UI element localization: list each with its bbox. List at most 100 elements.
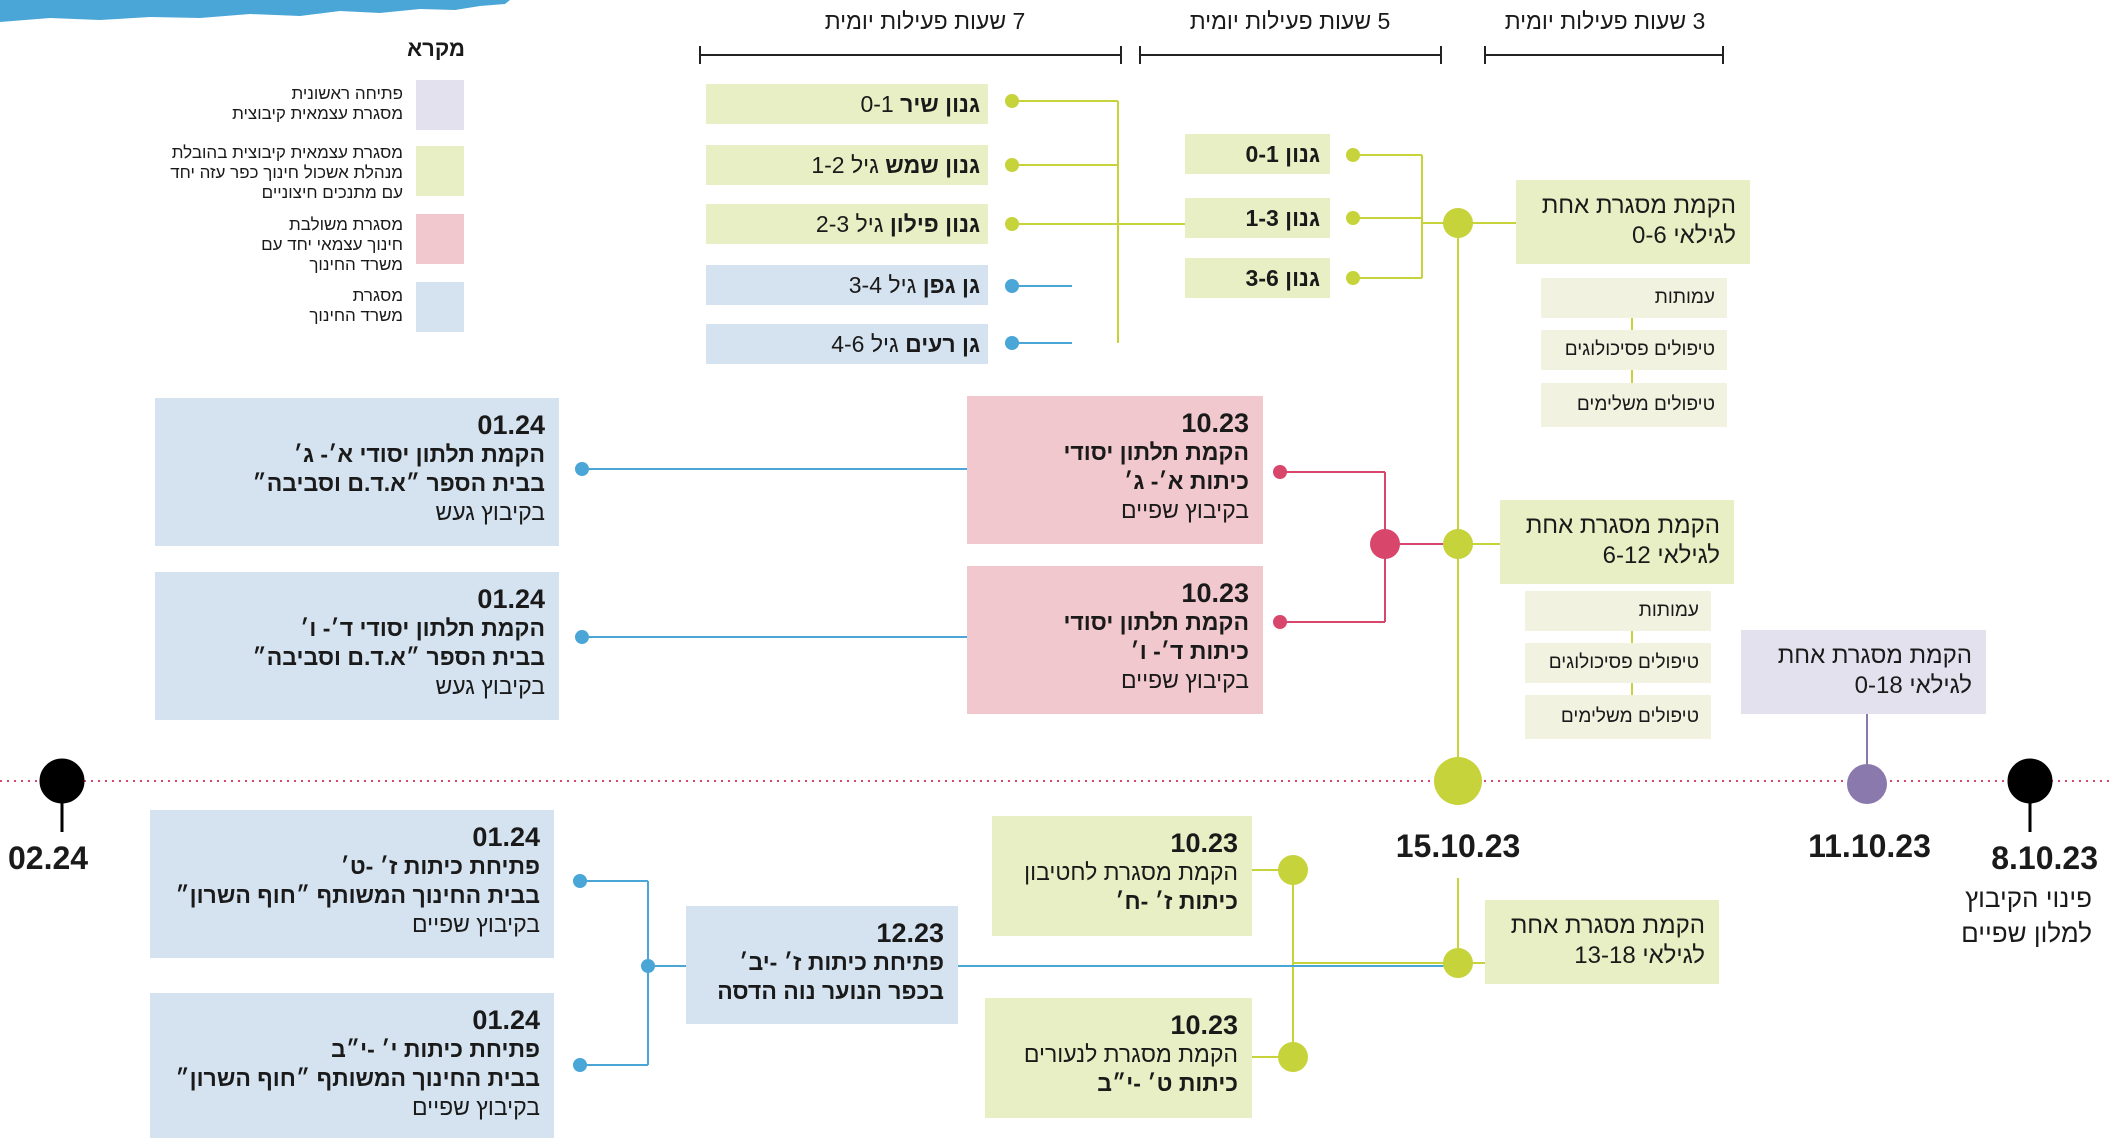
- frame-6-12: הקמת מסגרת אחת לגילאי 6-12: [1500, 500, 1734, 584]
- box-date: 01.24: [472, 1005, 540, 1035]
- dot: [1434, 757, 1482, 805]
- dot: [1005, 217, 1019, 231]
- gan-name: גנון שיר: [900, 91, 980, 117]
- ganon-1-3: גנון 1-3: [1185, 198, 1330, 238]
- box-date: 01.24: [477, 584, 545, 614]
- box-line1: פתיחת כיתות ז׳ -ט׳: [340, 853, 540, 879]
- box-line3: בקיבוץ שפיים: [412, 911, 540, 937]
- ganon-0-1: גנון 0-1: [1185, 134, 1330, 174]
- blue-box-5: 12.23 פתיחת כיתות ז׳ -יב׳ בכפר הנוער נוה…: [686, 906, 958, 1024]
- box-line2: כיתות א׳- ג׳: [1124, 468, 1249, 494]
- dot: [573, 1058, 587, 1072]
- gan-name: גן רעים: [905, 331, 980, 357]
- dot: [1273, 615, 1287, 629]
- box-date: 10.23: [1170, 828, 1238, 858]
- frame-line2: לגילאי 0-6: [1632, 222, 1736, 249]
- box-line3: בקיבוץ געש: [435, 499, 545, 525]
- frame-13-18: הקמת מסגרת אחת לגילאי 13-18: [1485, 900, 1719, 984]
- blue-box-4: 01.24 פתיחת כיתות י׳ -י״ב בבית החינוך המ…: [150, 993, 554, 1138]
- header-5h: 5 שעות פעילות יומית: [1189, 8, 1391, 34]
- gan-name: גנון פילון: [889, 211, 980, 237]
- dot: [1005, 279, 1019, 293]
- blue-box-3: 01.24 פתיחת כיתות ז׳ -ט׳ בבית החינוך המש…: [150, 810, 554, 958]
- frame-line1: הקמת מסגרת אחת: [1777, 642, 1972, 669]
- blue-connectors: [580, 285, 1458, 1066]
- pink-box-1: 10.23 הקמת תלתון יסודי כיתות א׳- ג׳ בקיב…: [967, 396, 1263, 544]
- legend-swatch-blue: [416, 282, 464, 332]
- gan-name: גנון שמש: [885, 152, 980, 178]
- sub-6-12-amutot: עמותות: [1525, 591, 1711, 631]
- box-line1: הקמת תלתון יסודי ד׳- ו׳: [300, 615, 545, 641]
- box-line2: כיתות ז׳ -ח׳: [1115, 888, 1238, 914]
- box-line1: פתיחת כיתות ז׳ -יב׳: [739, 949, 944, 975]
- dot: [1346, 211, 1360, 225]
- box-line3: בקיבוץ שפיים: [1121, 667, 1249, 693]
- pink-connectors: [1280, 471, 1458, 623]
- dot: [573, 874, 587, 888]
- box-line2: בכפר הנוער נוה הדסה: [717, 978, 944, 1004]
- frame-line2: לגילאי 0-18: [1854, 672, 1972, 699]
- frame-line1: הקמת מסגרת אחת: [1525, 512, 1720, 539]
- legend-swatch-green: [416, 146, 464, 196]
- box-date: 10.23: [1181, 408, 1249, 438]
- date-8-10-23-sub1: פינוי הקיבוץ: [1965, 883, 2092, 913]
- purple-dot: [1847, 764, 1887, 804]
- legend-label-1: פתיחה ראשונית מסגרת עצמאית קיבוצית: [232, 84, 403, 123]
- gan-reim: גן רעים גיל 4-6: [706, 324, 988, 364]
- box-line1: הקמת תלתון יסודי א׳- ג׳: [293, 441, 545, 467]
- date-11-10-23: 11.10.23: [1808, 828, 1931, 864]
- legend-label-4: מסגרת משרד החינוך: [309, 286, 403, 325]
- box-line3: בקיבוץ געש: [435, 673, 545, 699]
- dot: [1278, 1042, 1308, 1072]
- header-3h: 3 שעות פעילות יומית: [1504, 8, 1706, 34]
- box-line3: בקיבוץ שפיים: [1121, 497, 1249, 523]
- gan-age: 0-1: [860, 91, 901, 117]
- green-box-neurim: 10.23 הקמת מסגרת לנעורים כיתות ט׳ -י״ב: [985, 998, 1252, 1118]
- dot: [1443, 208, 1473, 238]
- sub-0-6-amutot: עמותות: [1541, 278, 1727, 318]
- pink-dots: [1273, 465, 1400, 629]
- sub-0-6-complementary: טיפולים משלימים: [1541, 383, 1727, 427]
- box-date: 10.23: [1181, 578, 1249, 608]
- dot: [1346, 148, 1360, 162]
- frame-0-6: הקמת מסגרת אחת לגילאי 0-6: [1516, 180, 1750, 264]
- green-dots: [1005, 94, 1482, 1072]
- ganon-3-6: גנון 3-6: [1185, 258, 1330, 298]
- box-line2: בבית הספר ״א.ד.ם וסביבה״: [252, 644, 545, 670]
- dot: [1005, 94, 1019, 108]
- gan-shir: גנון שיר 0-1: [706, 84, 988, 124]
- frame-line2: לגילאי 6-12: [1602, 542, 1720, 569]
- legend-swatch-pink: [416, 214, 464, 264]
- gan-age: גיל 3-4: [848, 272, 923, 298]
- date-8-10-23-sub2: למלון שפיים: [1961, 918, 2092, 948]
- gan-age: גיל 1-2: [811, 152, 886, 178]
- frame-line2: לגילאי 13-18: [1574, 942, 1705, 969]
- box-line2: בבית החינוך המשותף ״חוף השרון״: [175, 882, 540, 908]
- box-line2: כיתות ט׳ -י״ב: [1097, 1070, 1238, 1096]
- frame-line1: הקמת מסגרת אחת: [1541, 192, 1736, 219]
- box-line1: הקמת תלתון יסודי: [1063, 609, 1249, 635]
- box-date: 01.24: [472, 822, 540, 852]
- dot: [575, 630, 589, 644]
- dot: [1005, 336, 1019, 350]
- box-line1: הקמת מסגרת לנעורים: [1023, 1041, 1238, 1067]
- dot: [1443, 529, 1473, 559]
- header-brackets: [699, 46, 1724, 64]
- dot: [1370, 529, 1400, 559]
- date-02-24: 02.24: [8, 840, 89, 876]
- box-line1: פתיחת כיתות י׳ -י״ב: [331, 1036, 540, 1062]
- dot: [1278, 855, 1308, 885]
- box-line2: כיתות ד׳- ו׳: [1130, 638, 1249, 664]
- dot: [1346, 271, 1360, 285]
- box-line2: בבית הספר ״א.ד.ם וסביבה״: [252, 470, 545, 496]
- legend-label-2: מסגרת עצמאית קיבוצית בהובלת מנהלת אשכול …: [170, 143, 403, 202]
- sub-6-12-psych: טיפולים פסיכולוגים: [1525, 643, 1711, 683]
- legend-label-3: מסגרת משולבת חינוך עצמאי יחד עם משרד החי…: [261, 215, 403, 274]
- dot: [641, 959, 655, 973]
- dot: [1443, 948, 1473, 978]
- gan-gefen: גן גפן גיל 3-4: [706, 265, 988, 305]
- pink-box-2: 10.23 הקמת תלתון יסודי כיתות ד׳- ו׳ בקיב…: [967, 566, 1263, 714]
- date-8-10-23: 8.10.23: [1991, 840, 2098, 876]
- blue-box-1: 01.24 הקמת תלתון יסודי א׳- ג׳ בבית הספר …: [155, 398, 559, 546]
